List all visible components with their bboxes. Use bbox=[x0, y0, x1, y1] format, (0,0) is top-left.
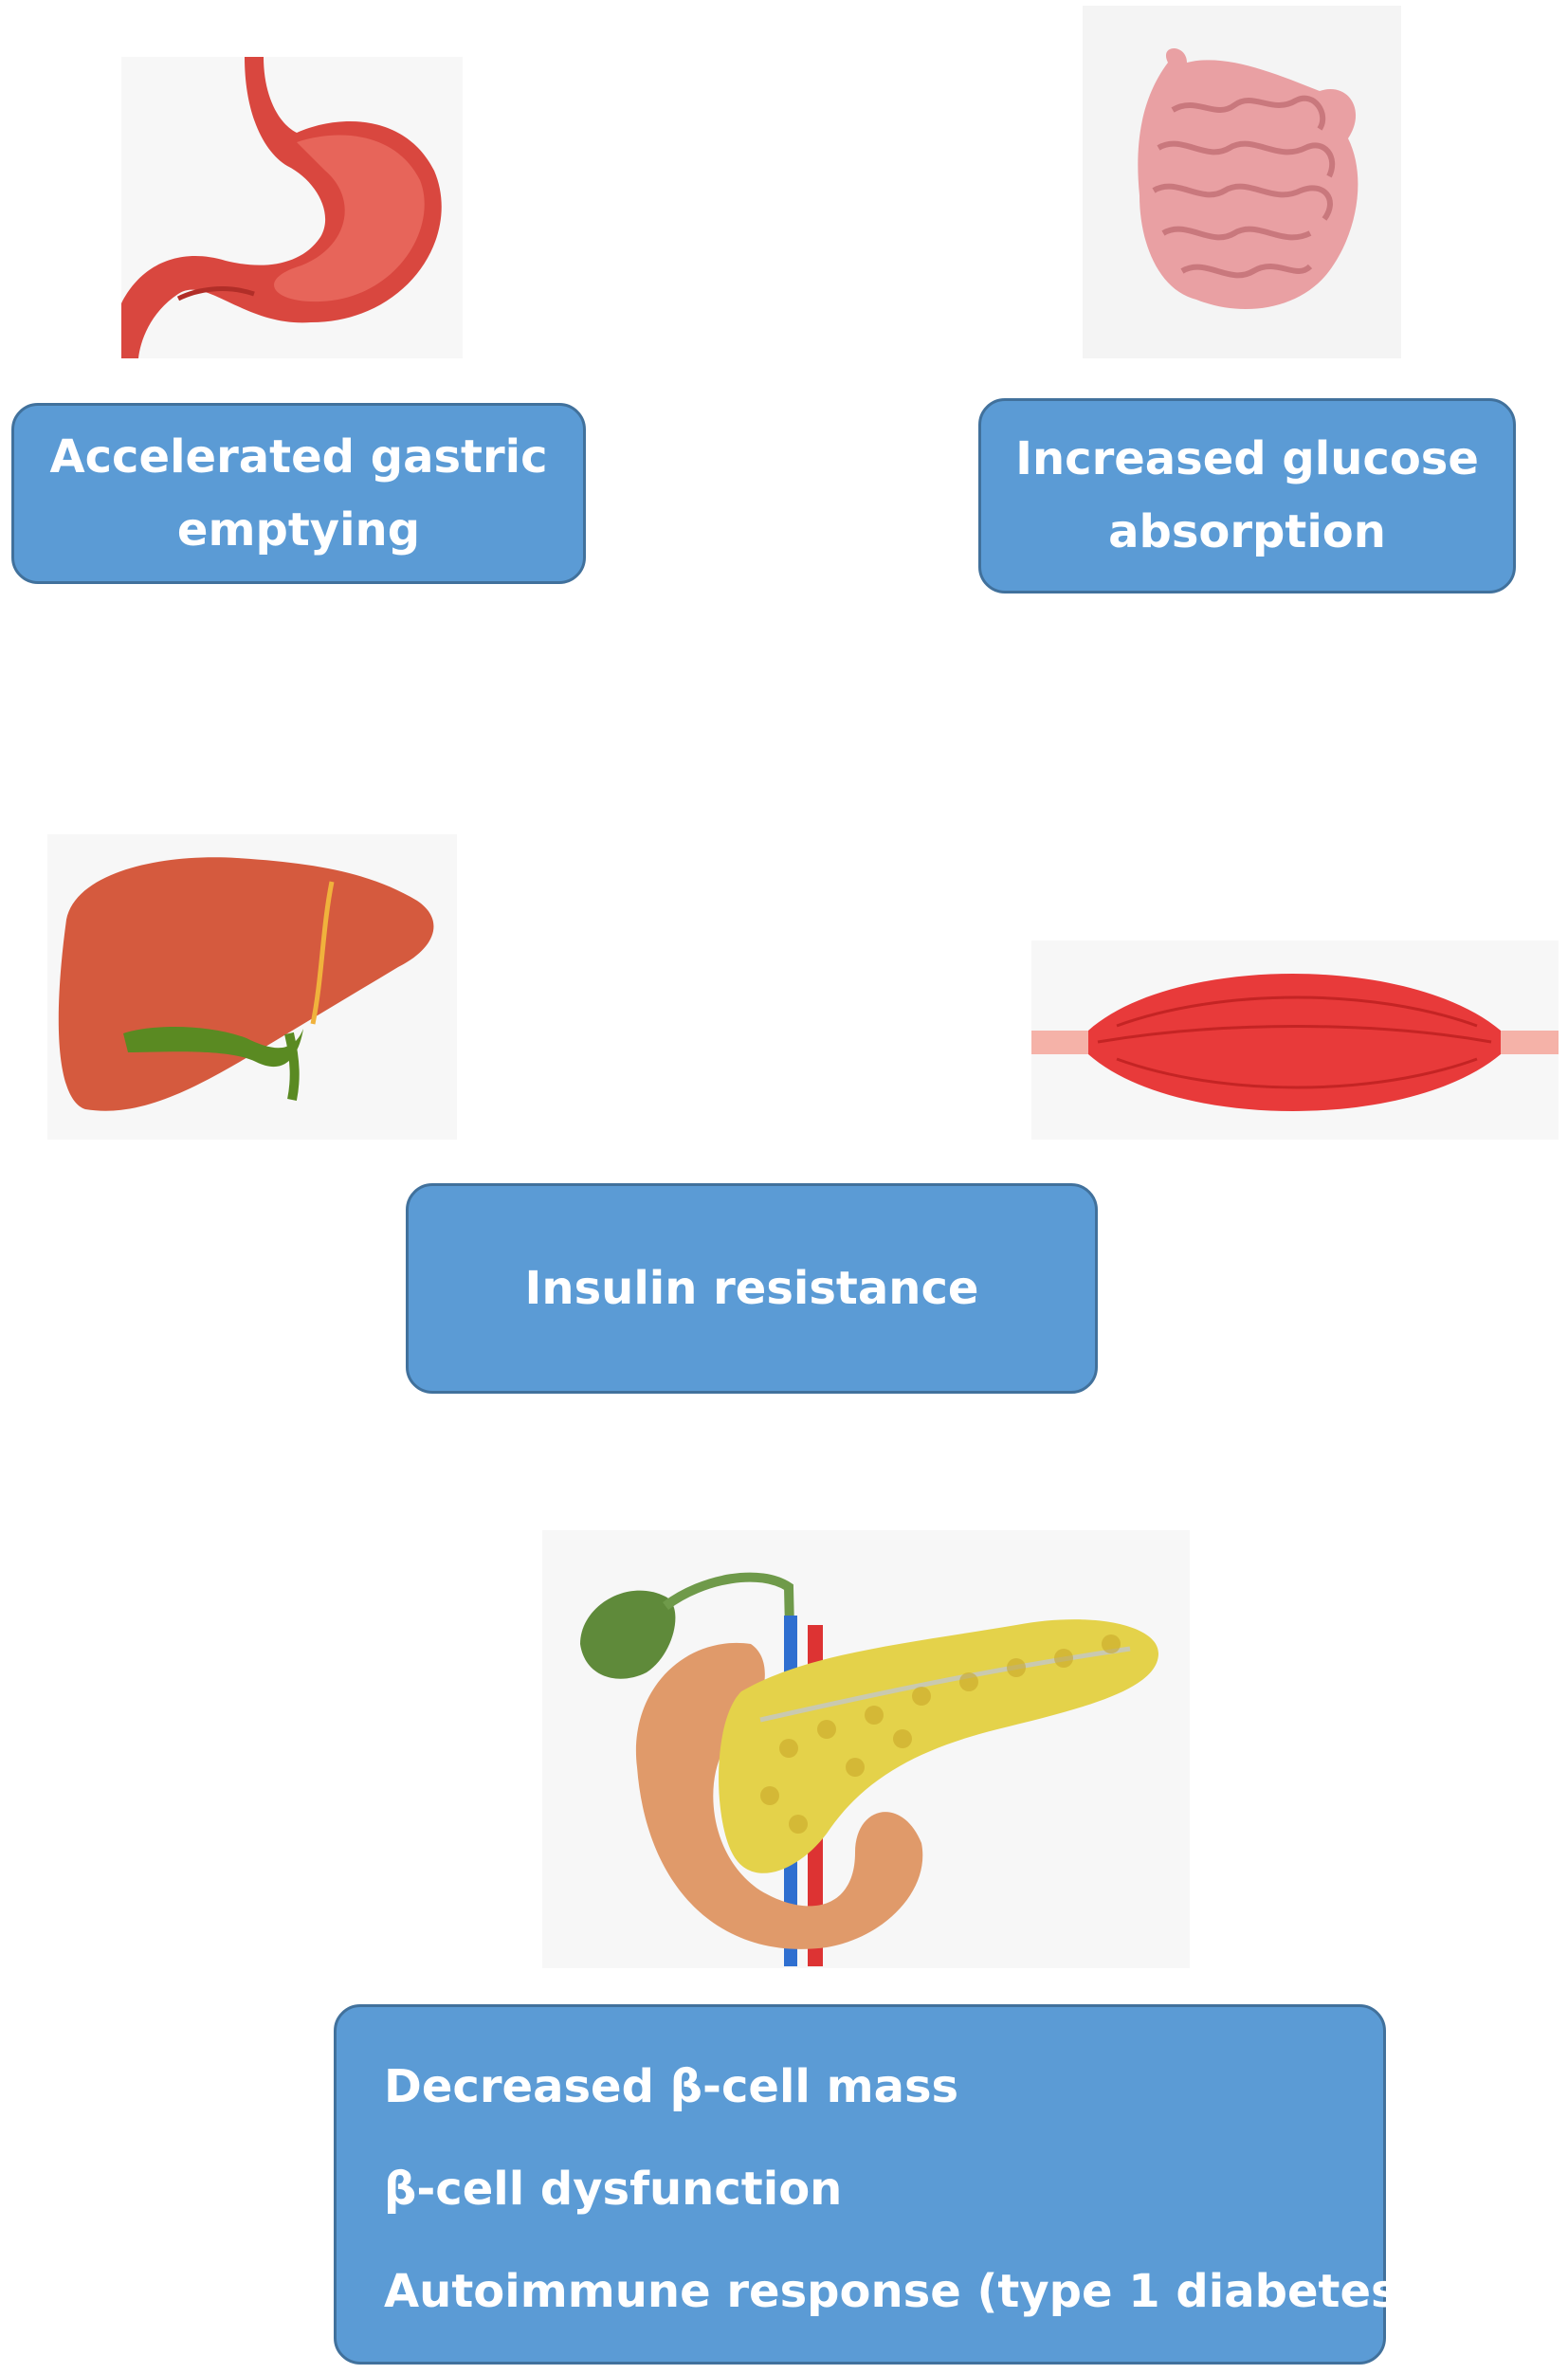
liver-image bbox=[47, 834, 457, 1140]
small-intestine-icon bbox=[1083, 6, 1401, 358]
pancreas-effect-beta-cell-mass: Decreased β-cell mass bbox=[384, 2060, 959, 2113]
skeletal-muscle-icon bbox=[1031, 940, 1559, 1140]
pancreas-effect-beta-cell-dysfunction: β-cell dysfunction bbox=[384, 2163, 843, 2216]
pancreas-effect-autoimmune-response: Autoimmune response (type 1 diabetes) bbox=[384, 2265, 1419, 2318]
glucose-absorption-box: Increased glucose absorption bbox=[978, 398, 1516, 594]
liver-icon bbox=[47, 834, 457, 1140]
pancreas-icon bbox=[542, 1530, 1190, 1968]
pancreas-image bbox=[542, 1530, 1190, 1968]
glucose-absorption-label-line-2: absorption bbox=[1108, 505, 1386, 558]
insulin-resistance-box: Insulin resistance bbox=[406, 1183, 1098, 1394]
muscle-image bbox=[1031, 940, 1559, 1140]
intestine-image bbox=[1083, 6, 1401, 358]
stomach-image bbox=[121, 57, 463, 358]
insulin-resistance-label: Insulin resistance bbox=[524, 1261, 979, 1315]
pancreas-effects-box: Decreased β-cell mass β-cell dysfunction… bbox=[334, 2004, 1419, 2365]
stomach-icon bbox=[121, 57, 463, 358]
glucose-absorption-label-line-1: Increased glucose bbox=[1015, 432, 1479, 485]
gastric-emptying-label-line-2: emptying bbox=[176, 502, 421, 557]
gastric-emptying-box: Accelerated gastric emptying bbox=[11, 403, 586, 584]
gastric-emptying-label-line-1: Accelerated gastric bbox=[49, 429, 548, 484]
